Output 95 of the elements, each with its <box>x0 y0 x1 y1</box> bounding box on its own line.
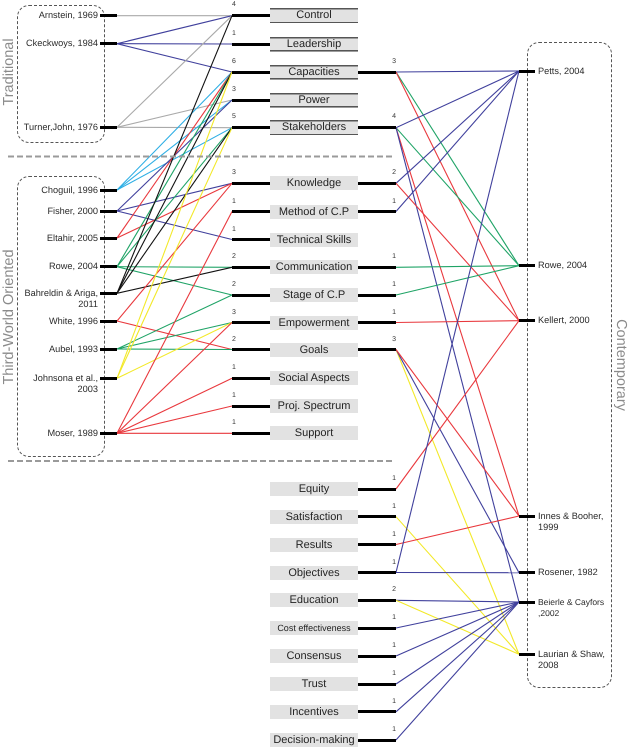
connector-line <box>396 182 520 322</box>
connector-line <box>117 432 232 434</box>
author-citation: Turner,John, 1976 <box>24 122 117 133</box>
connector-line <box>116 322 232 379</box>
author-citation: White, 1996 <box>48 316 117 326</box>
connector-line <box>396 70 519 73</box>
connector-line <box>396 72 520 266</box>
connector-line <box>396 70 520 128</box>
category-box: Social Aspects <box>232 371 358 386</box>
connector-line <box>117 15 232 16</box>
connector-line <box>396 602 520 684</box>
category-box: Support <box>232 426 358 440</box>
connector-line <box>396 600 519 603</box>
connector-line <box>116 210 232 240</box>
connector-line <box>116 127 232 268</box>
connector-line <box>396 320 519 324</box>
category-box: Method of C.P <box>232 204 396 218</box>
connector-line <box>116 294 232 350</box>
category-box: Communication <box>232 260 396 274</box>
connector-line <box>116 322 232 434</box>
connector-line <box>116 15 232 44</box>
connector-line <box>396 572 519 574</box>
connector-line <box>117 126 232 128</box>
connector-line <box>396 72 520 321</box>
author-citation: Moser, 1989 <box>47 428 117 439</box>
author-citation: Aubel, 1993 <box>48 344 117 354</box>
author-citation: Kellert, 2000 <box>519 315 590 326</box>
connector-line <box>396 602 520 740</box>
category-box: Results <box>270 538 396 552</box>
category-box: Trust <box>270 677 396 691</box>
connector-line <box>116 43 232 73</box>
category-box: Control <box>232 8 358 24</box>
category-box: Stakeholders <box>232 120 396 136</box>
category-box: Stage of C.P <box>232 288 396 302</box>
category-box: Proj. Spectrum <box>232 399 358 413</box>
author-citation: Fisher, 2000 <box>47 206 117 216</box>
group-heading: Third-World Oriented <box>2 249 16 385</box>
connector-line <box>395 70 520 573</box>
category-box: Education <box>270 593 396 608</box>
connector-line <box>116 127 232 379</box>
category-box: Knowledge <box>232 176 396 190</box>
connector-line <box>396 515 520 546</box>
category-box: Empowerment <box>232 316 396 330</box>
connector-line <box>117 266 232 268</box>
connector-line <box>116 127 232 190</box>
connector-line <box>116 127 232 294</box>
connector-line <box>116 100 232 190</box>
author-citation: Ckeckwoys, 1984 <box>26 38 117 50</box>
author-citation: Eltahir, 2005 <box>46 232 117 244</box>
category-box: Technical Skills <box>232 232 358 246</box>
connector-line <box>116 405 232 434</box>
connector-line <box>116 72 232 190</box>
author-citation: Rowe, 2004 <box>48 261 117 272</box>
connector-line <box>396 516 520 655</box>
connector-line <box>116 182 232 212</box>
category-box: Power <box>232 92 358 108</box>
category-box: Decision-making <box>270 733 396 747</box>
connector-line <box>396 127 520 266</box>
category-box: Objectives <box>270 566 396 580</box>
connector-line <box>396 349 520 573</box>
connector-line <box>395 128 520 602</box>
connector-line <box>117 348 232 350</box>
connector-line <box>116 100 232 212</box>
connector-line <box>396 601 520 629</box>
category-box: Cost effectiveness <box>270 621 396 635</box>
connector-line <box>117 43 232 45</box>
connector-line <box>396 349 520 516</box>
author-citation: Choguil, 1996 <box>41 184 117 196</box>
category-box: Consensus <box>270 649 396 663</box>
connector-line <box>116 72 233 378</box>
category-box: Goals <box>232 342 396 356</box>
connector-line <box>116 211 232 434</box>
author-citation: Petts, 2004 <box>519 66 584 76</box>
connector-line <box>396 602 520 712</box>
connector-line <box>116 182 232 322</box>
connector-line <box>396 265 519 268</box>
connector-line <box>116 15 232 128</box>
group-heading: Traditional <box>2 38 16 106</box>
connector-line <box>396 265 520 296</box>
connector-line <box>396 70 520 184</box>
author-citation: Rosener, 1982 <box>519 567 598 578</box>
category-box: Satisfaction <box>270 510 396 524</box>
connector-line <box>116 378 232 434</box>
author-citation: Arnstein, 1969 <box>38 10 117 22</box>
connector-line <box>395 128 520 516</box>
category-box: Incentives <box>270 704 396 719</box>
category-box: Capacities <box>232 64 396 80</box>
connector-line <box>396 70 520 212</box>
connector-line <box>116 182 232 238</box>
author-citation: Rowe, 2004 <box>519 260 588 272</box>
category-box: Equity <box>270 482 396 496</box>
connector-line <box>396 320 520 490</box>
category-box: Leadership <box>232 36 358 52</box>
group-heading: Contemporary <box>614 319 628 411</box>
connector-line <box>116 99 232 128</box>
